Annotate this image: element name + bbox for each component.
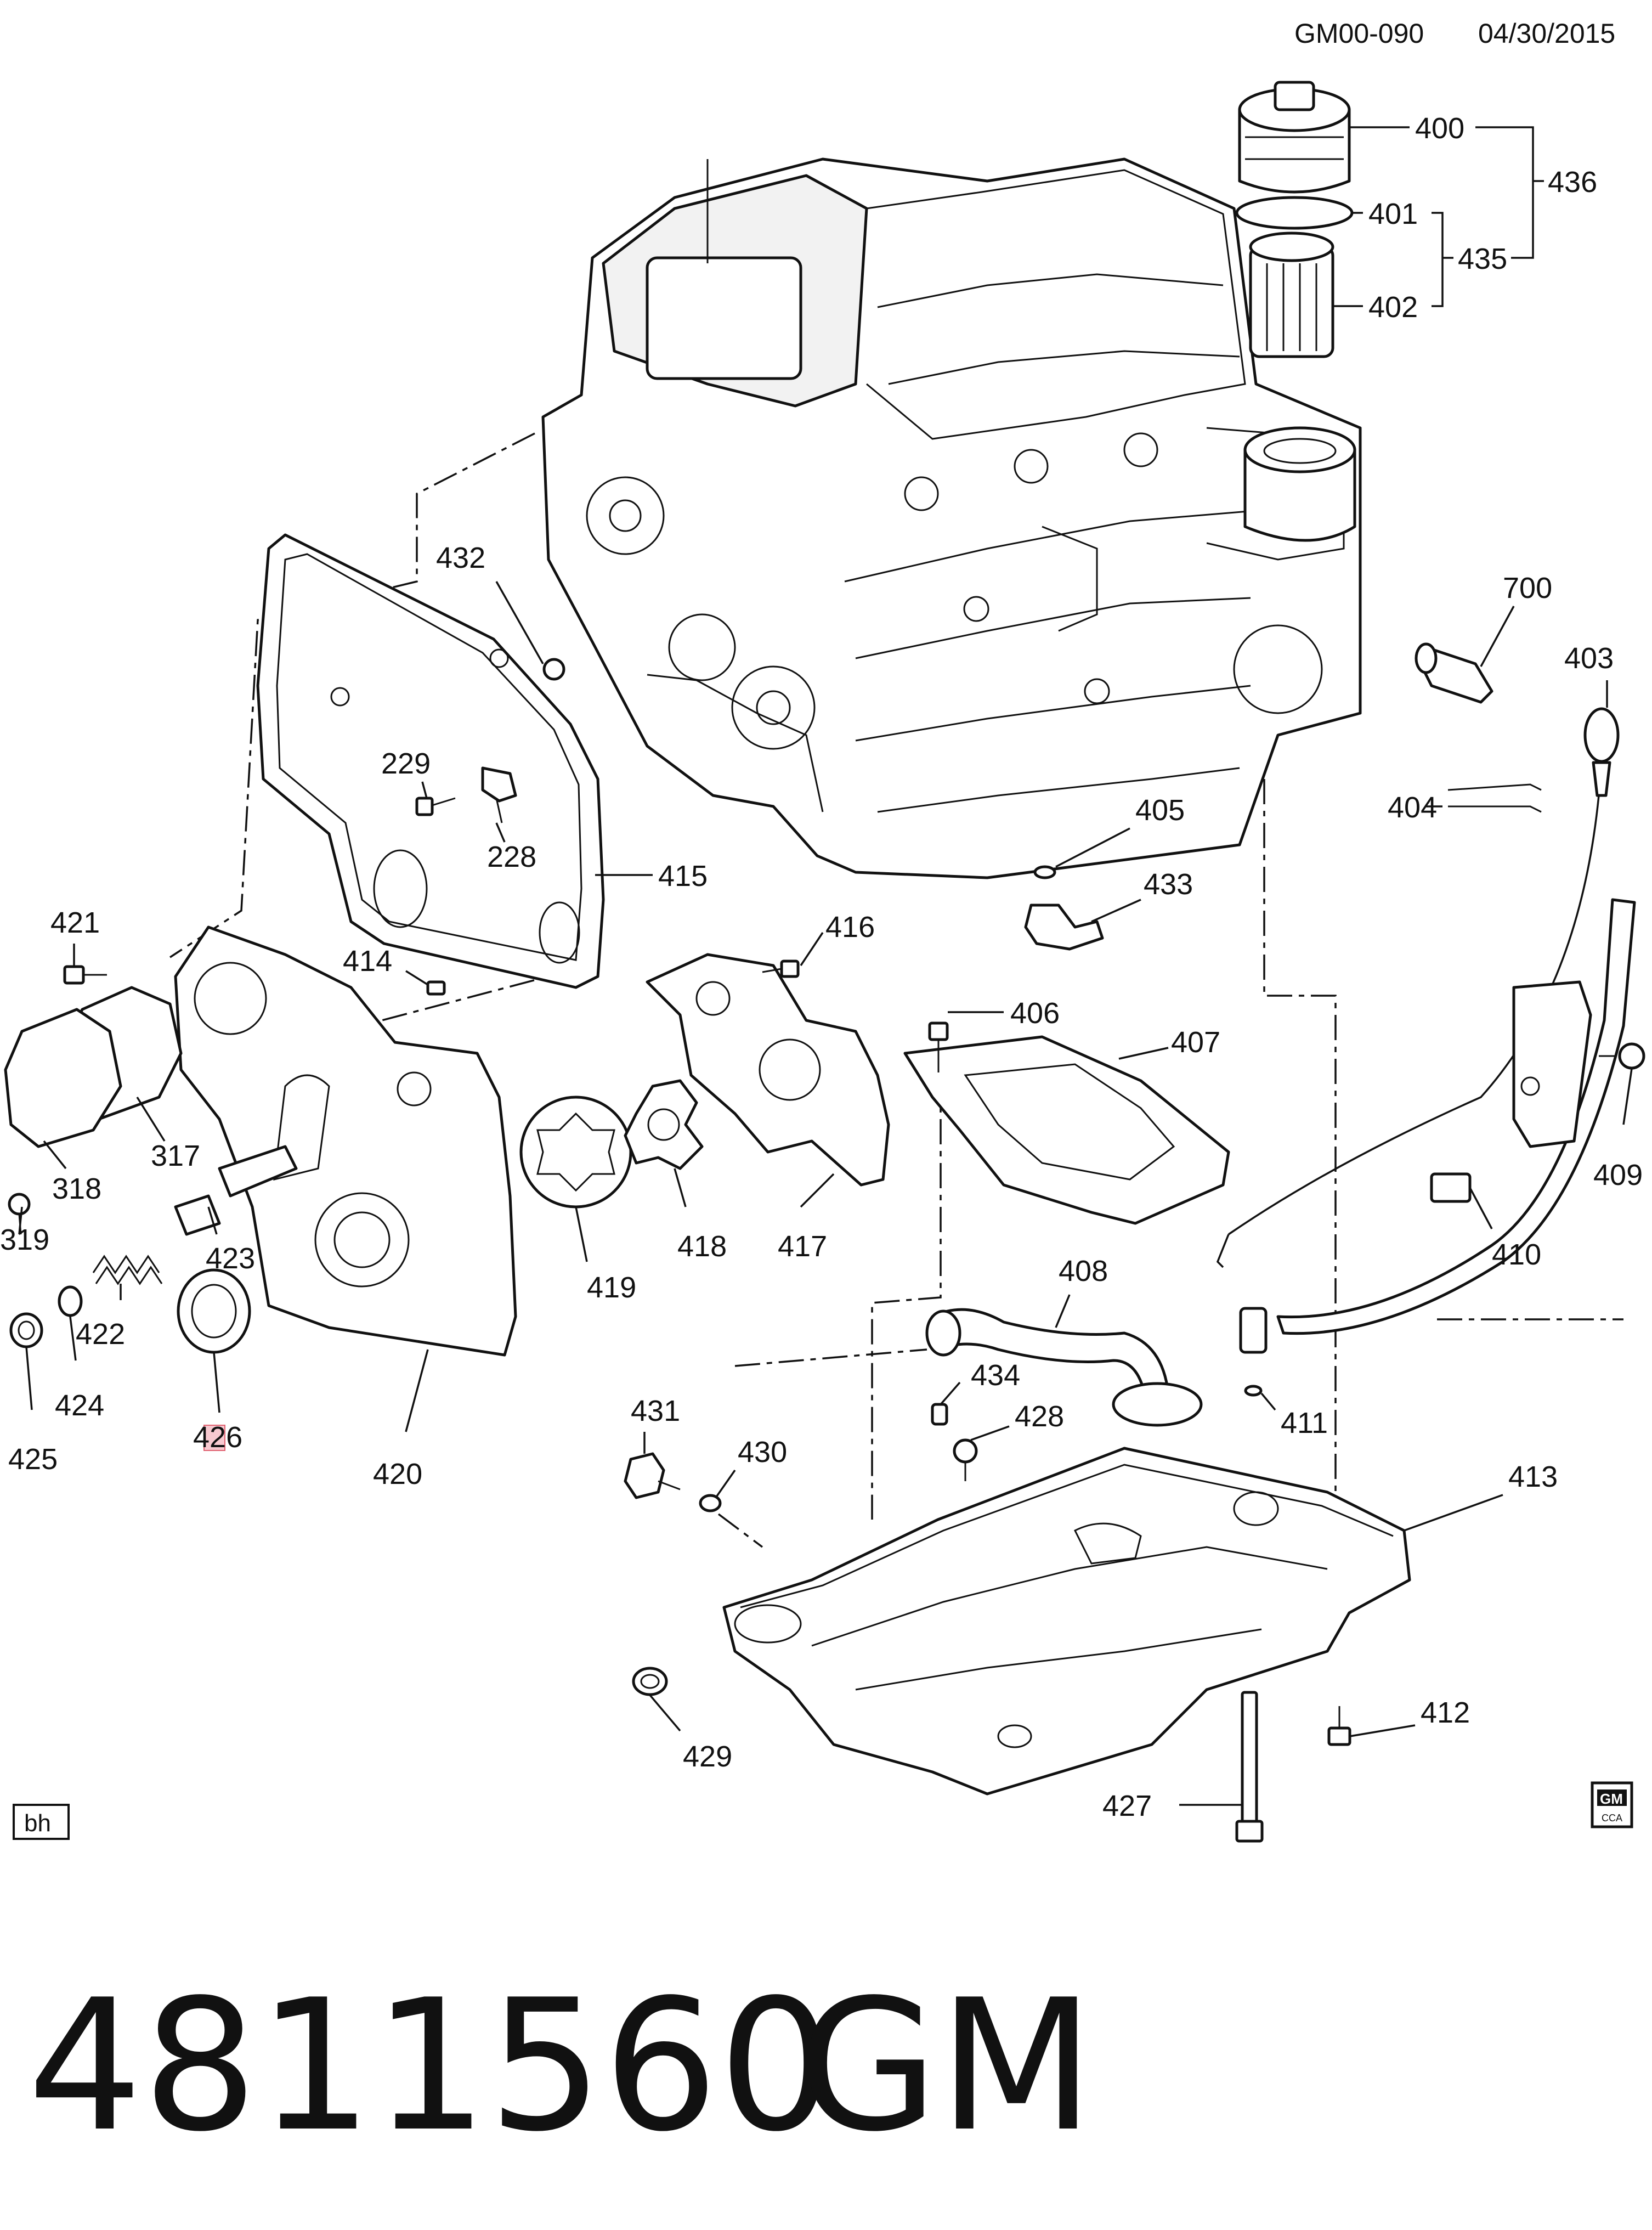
callout-425: 425	[8, 1443, 58, 1476]
callout-402: 402	[1368, 291, 1418, 324]
callout-405: 405	[1135, 794, 1185, 827]
dowel-434	[931, 1403, 948, 1426]
tube-bolt	[1599, 1042, 1645, 1070]
callout-418: 418	[677, 1230, 727, 1263]
callout-413: 413	[1508, 1460, 1558, 1493]
callout-431: 431	[631, 1395, 680, 1427]
callout-426: 426	[193, 1421, 242, 1454]
callout-410: 410	[1492, 1238, 1541, 1271]
diagram-code: GM00-090	[1294, 18, 1424, 49]
callout-318: 318	[52, 1172, 101, 1205]
crank-front-seal	[177, 1268, 251, 1354]
oil-deflector-shield	[903, 1035, 1230, 1225]
callout-423: 423	[206, 1242, 255, 1275]
callout-leaders	[18, 126, 1633, 1806]
callout-434: 434	[971, 1359, 1020, 1392]
seal-washer-405	[1033, 865, 1056, 879]
callout-319: 319	[0, 1223, 49, 1256]
callout-401: 401	[1368, 197, 1418, 230]
callout-426-highlight	[203, 1425, 225, 1451]
oil-pump-cover	[646, 953, 890, 1187]
pan-bolt-412	[1327, 1706, 1351, 1746]
callout-411: 411	[1281, 1407, 1328, 1439]
callout-436: 436	[1548, 166, 1597, 199]
plug-432	[542, 658, 565, 681]
callout-414: 414	[343, 945, 392, 978]
footer-brand: GM	[798, 1961, 1094, 2171]
callout-427: 427	[1102, 1789, 1152, 1822]
callout-700: 700	[1503, 572, 1552, 605]
engine-block	[541, 157, 1362, 879]
callout-435: 435	[1458, 242, 1507, 275]
oil-pump-pickup	[925, 1308, 1203, 1427]
callout-412: 412	[1421, 1696, 1470, 1729]
callout-415: 415	[658, 860, 708, 893]
callout-422: 422	[76, 1318, 125, 1351]
sensor-228	[481, 766, 517, 823]
callout-420: 420	[373, 1458, 422, 1491]
bolt-431	[624, 1452, 681, 1499]
callout-407: 407	[1171, 1026, 1220, 1059]
callout-400: 400	[1415, 112, 1464, 145]
plug-425	[9, 1312, 43, 1348]
oil-pan	[722, 1447, 1411, 1796]
callout-432: 432	[436, 541, 485, 574]
washer-430	[699, 1494, 722, 1512]
oil-filter-element	[1249, 232, 1334, 358]
dowel-414	[426, 980, 446, 996]
corner-badge: bh	[24, 1810, 51, 1837]
callout-416: 416	[825, 911, 875, 944]
tube-seal	[1239, 1307, 1268, 1397]
relief-valve-spring	[92, 1255, 163, 1285]
callout-317: 317	[151, 1139, 200, 1172]
bolt-428	[953, 1438, 978, 1481]
callout-417: 417	[778, 1230, 827, 1263]
callout-430: 430	[738, 1436, 787, 1469]
oil-filter-cap	[1238, 81, 1351, 194]
callout-228: 228	[487, 840, 536, 873]
bolt-416	[762, 959, 800, 978]
callout-408: 408	[1059, 1255, 1108, 1288]
logo-text: GM	[1600, 1791, 1623, 1807]
callout-229: 229	[381, 747, 431, 780]
callout-428: 428	[1015, 1400, 1064, 1433]
callout-424: 424	[55, 1389, 104, 1422]
bolt-406	[928, 1021, 949, 1072]
callout-433: 433	[1144, 868, 1193, 901]
callout-429: 429	[683, 1740, 732, 1773]
gasket-318	[4, 1008, 122, 1148]
snap-ring-424	[58, 1285, 83, 1317]
timing-cover-gasket	[256, 533, 605, 989]
callout-labels: 400 401 402 435 436 700 403 404 405 433 …	[0, 112, 1643, 1822]
callout-404: 404	[1388, 791, 1437, 824]
oil-pressure-sensor	[1415, 642, 1493, 704]
oil-pump-inner-rotor	[624, 1079, 704, 1170]
gm-logo: GM CCA	[1591, 1781, 1633, 1828]
diagram-date: 04/30/2015	[1478, 18, 1615, 49]
pressure-relief-valve	[174, 1145, 298, 1236]
callout-419: 419	[587, 1271, 636, 1304]
oil-level-sensor	[1024, 904, 1104, 951]
callout-403: 403	[1564, 642, 1614, 675]
logo-subtext: CCA	[1602, 1813, 1622, 1823]
dipstick-tube	[1276, 898, 1636, 1335]
oil-level-dipstick	[1216, 707, 1620, 1268]
engine-front-cover	[174, 925, 517, 1357]
footer-part-number: 4811560	[27, 1961, 834, 2171]
pan-bolt-427	[1235, 1691, 1264, 1843]
oil-pump-outer-rotor	[519, 1096, 632, 1209]
callout-409: 409	[1593, 1159, 1643, 1192]
callout-421: 421	[50, 906, 100, 939]
corner-badge-box	[13, 1804, 70, 1840]
oil-filter-o-ring	[1235, 196, 1354, 230]
bolt-421	[63, 965, 107, 985]
drain-plug-seal	[632, 1667, 668, 1696]
callout-406: 406	[1010, 997, 1060, 1030]
dipstick-clips	[1447, 783, 1542, 813]
bolt-229	[415, 797, 456, 816]
